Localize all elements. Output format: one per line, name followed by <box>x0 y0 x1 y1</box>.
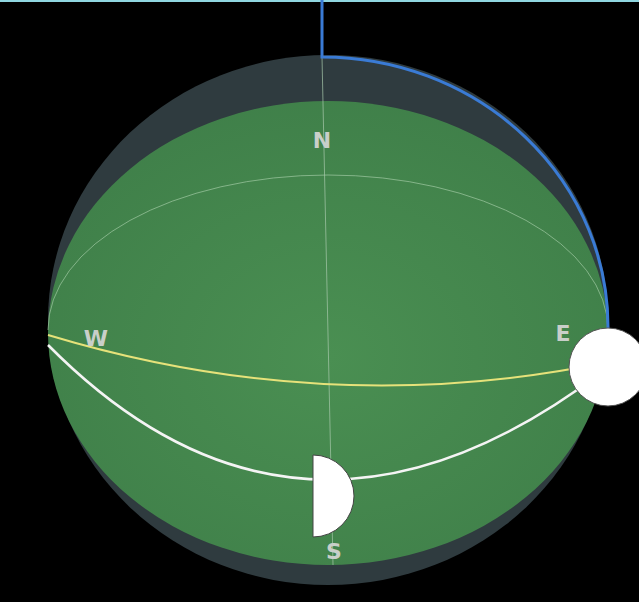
meridian-arc <box>322 0 608 330</box>
top-border <box>0 0 639 2</box>
east-label: E <box>555 323 570 345</box>
half-moon <box>313 455 354 537</box>
altitude-circle <box>48 175 608 330</box>
south-label: S <box>326 541 342 563</box>
west-label: W <box>84 328 108 350</box>
north-label: N <box>313 130 331 152</box>
sun <box>569 328 639 406</box>
celestial-equator <box>48 335 608 386</box>
